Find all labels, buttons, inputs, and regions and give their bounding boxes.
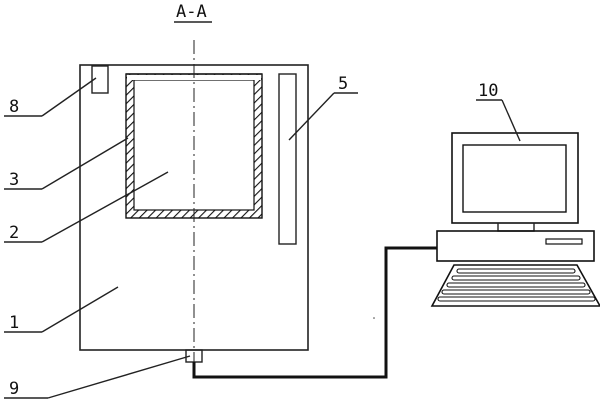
label-9: 9 bbox=[9, 379, 19, 399]
component-5 bbox=[278, 73, 297, 245]
leader-3 bbox=[41, 137, 129, 190]
keyboard-keys bbox=[437, 268, 596, 302]
connection-cable bbox=[192, 246, 437, 379]
monitor-frame bbox=[451, 132, 579, 224]
base-unit bbox=[436, 230, 595, 262]
leader-8 bbox=[41, 77, 97, 117]
leader-2 bbox=[41, 171, 169, 243]
label-10: 10 bbox=[478, 81, 498, 101]
monitor-screen bbox=[462, 144, 567, 213]
keyboard bbox=[430, 264, 600, 307]
label-5: 5 bbox=[338, 74, 348, 94]
label-1: 1 bbox=[9, 313, 19, 333]
component-8 bbox=[91, 65, 109, 94]
monitor-stand bbox=[497, 223, 535, 232]
speck bbox=[373, 317, 375, 319]
label-8: 8 bbox=[9, 97, 19, 117]
leader-5 bbox=[288, 92, 335, 141]
section-title: A-A bbox=[176, 2, 207, 22]
leader-9 bbox=[47, 355, 191, 399]
leader-1 bbox=[41, 286, 119, 333]
drive-slot bbox=[545, 238, 583, 245]
leader-10 bbox=[501, 99, 521, 142]
label-2: 2 bbox=[9, 223, 19, 243]
label-3: 3 bbox=[9, 170, 19, 190]
